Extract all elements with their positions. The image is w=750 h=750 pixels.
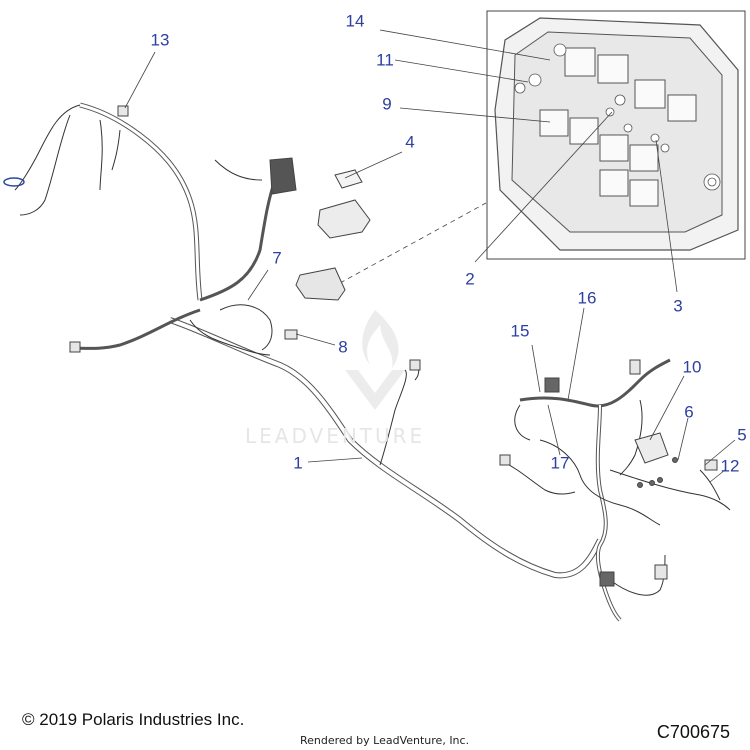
callout-15[interactable]: 15 bbox=[510, 321, 530, 341]
callout-1[interactable]: 1 bbox=[293, 453, 303, 473]
callout-8[interactable]: 8 bbox=[338, 337, 348, 357]
copyright-text: © 2019 Polaris Industries Inc. bbox=[22, 710, 245, 729]
callout-3[interactable]: 3 bbox=[673, 296, 683, 316]
callout-16[interactable]: 16 bbox=[577, 288, 597, 308]
inset-reference-line bbox=[339, 202, 487, 284]
callout-2[interactable]: 2 bbox=[465, 269, 475, 289]
leadventure-watermark-logo bbox=[345, 310, 405, 410]
callout-12[interactable]: 12 bbox=[720, 456, 740, 476]
callout-17[interactable]: 17 bbox=[550, 453, 570, 473]
callout-10[interactable]: 10 bbox=[682, 357, 702, 377]
callout-6[interactable]: 6 bbox=[684, 402, 694, 422]
callout-leaders bbox=[124, 51, 736, 483]
callout-5[interactable]: 5 bbox=[737, 425, 747, 445]
fuse-box-inset bbox=[379, 10, 746, 293]
diagram-code: C700675 bbox=[656, 722, 730, 742]
callout-7[interactable]: 7 bbox=[272, 248, 282, 268]
callout-14[interactable]: 14 bbox=[345, 11, 365, 31]
callout-11[interactable]: 11 bbox=[376, 50, 394, 70]
components bbox=[69, 105, 718, 587]
callout-13[interactable]: 13 bbox=[150, 30, 170, 50]
watermark-text: LEADVENTURE bbox=[245, 424, 426, 448]
wire-harness bbox=[3, 102, 731, 622]
callout-9[interactable]: 9 bbox=[382, 94, 392, 114]
rendered-by-text: Rendered by LeadVenture, Inc. bbox=[300, 734, 470, 747]
callout-4[interactable]: 4 bbox=[405, 132, 415, 152]
